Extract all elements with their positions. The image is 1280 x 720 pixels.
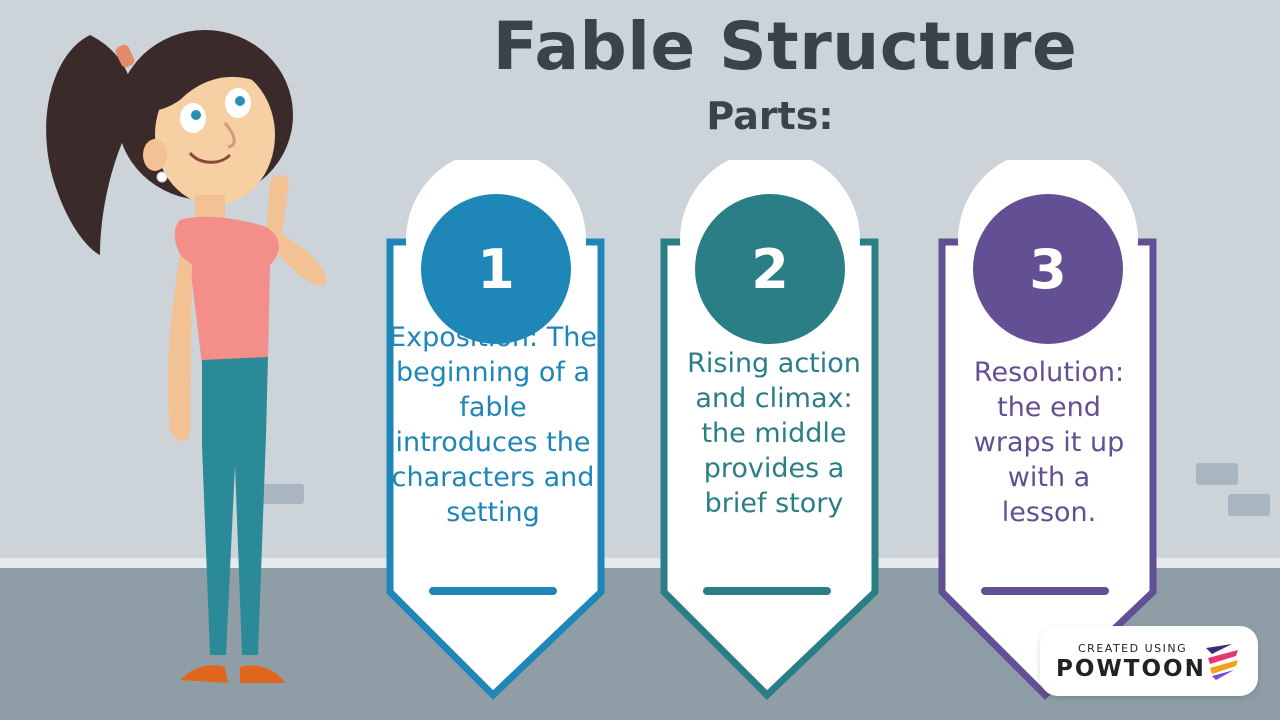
woman-illustration xyxy=(46,30,326,683)
part-card-1: 1 Exposition: The beginning of a fable i… xyxy=(385,160,615,710)
badge-created-using: CREATED USING xyxy=(1078,642,1188,655)
part-card-2: 2 Rising action and climax: the middle p… xyxy=(659,160,889,710)
card-1-text: Exposition: The beginning of a fable int… xyxy=(389,322,597,528)
card-3-divider xyxy=(981,587,1109,595)
wall-brick xyxy=(1196,463,1238,485)
badge-powtoon-name: POWTOON xyxy=(1056,656,1206,682)
step-number-1: 1 xyxy=(421,194,571,344)
step-number-3: 3 xyxy=(973,194,1123,344)
card-2-divider xyxy=(703,587,831,595)
card-3-text: Resolution: the end wraps it up with a l… xyxy=(973,357,1125,528)
wall-brick xyxy=(1228,494,1270,516)
slide-subtitle: Parts: xyxy=(706,94,834,138)
slide-title: Fable Structure xyxy=(492,8,1078,85)
baseboard xyxy=(0,558,1280,568)
wall-brick xyxy=(262,484,304,504)
powtoon-logo-icon xyxy=(1206,644,1238,680)
powtoon-badge[interactable]: CREATED USING POWTOON xyxy=(1040,626,1258,696)
step-number-2: 2 xyxy=(695,194,845,344)
card-1-divider xyxy=(429,587,557,595)
card-2-text: Rising action and climax: the middle pro… xyxy=(687,348,861,519)
part-card-3: 3 Resolution: the end wraps it up with a… xyxy=(937,160,1167,710)
